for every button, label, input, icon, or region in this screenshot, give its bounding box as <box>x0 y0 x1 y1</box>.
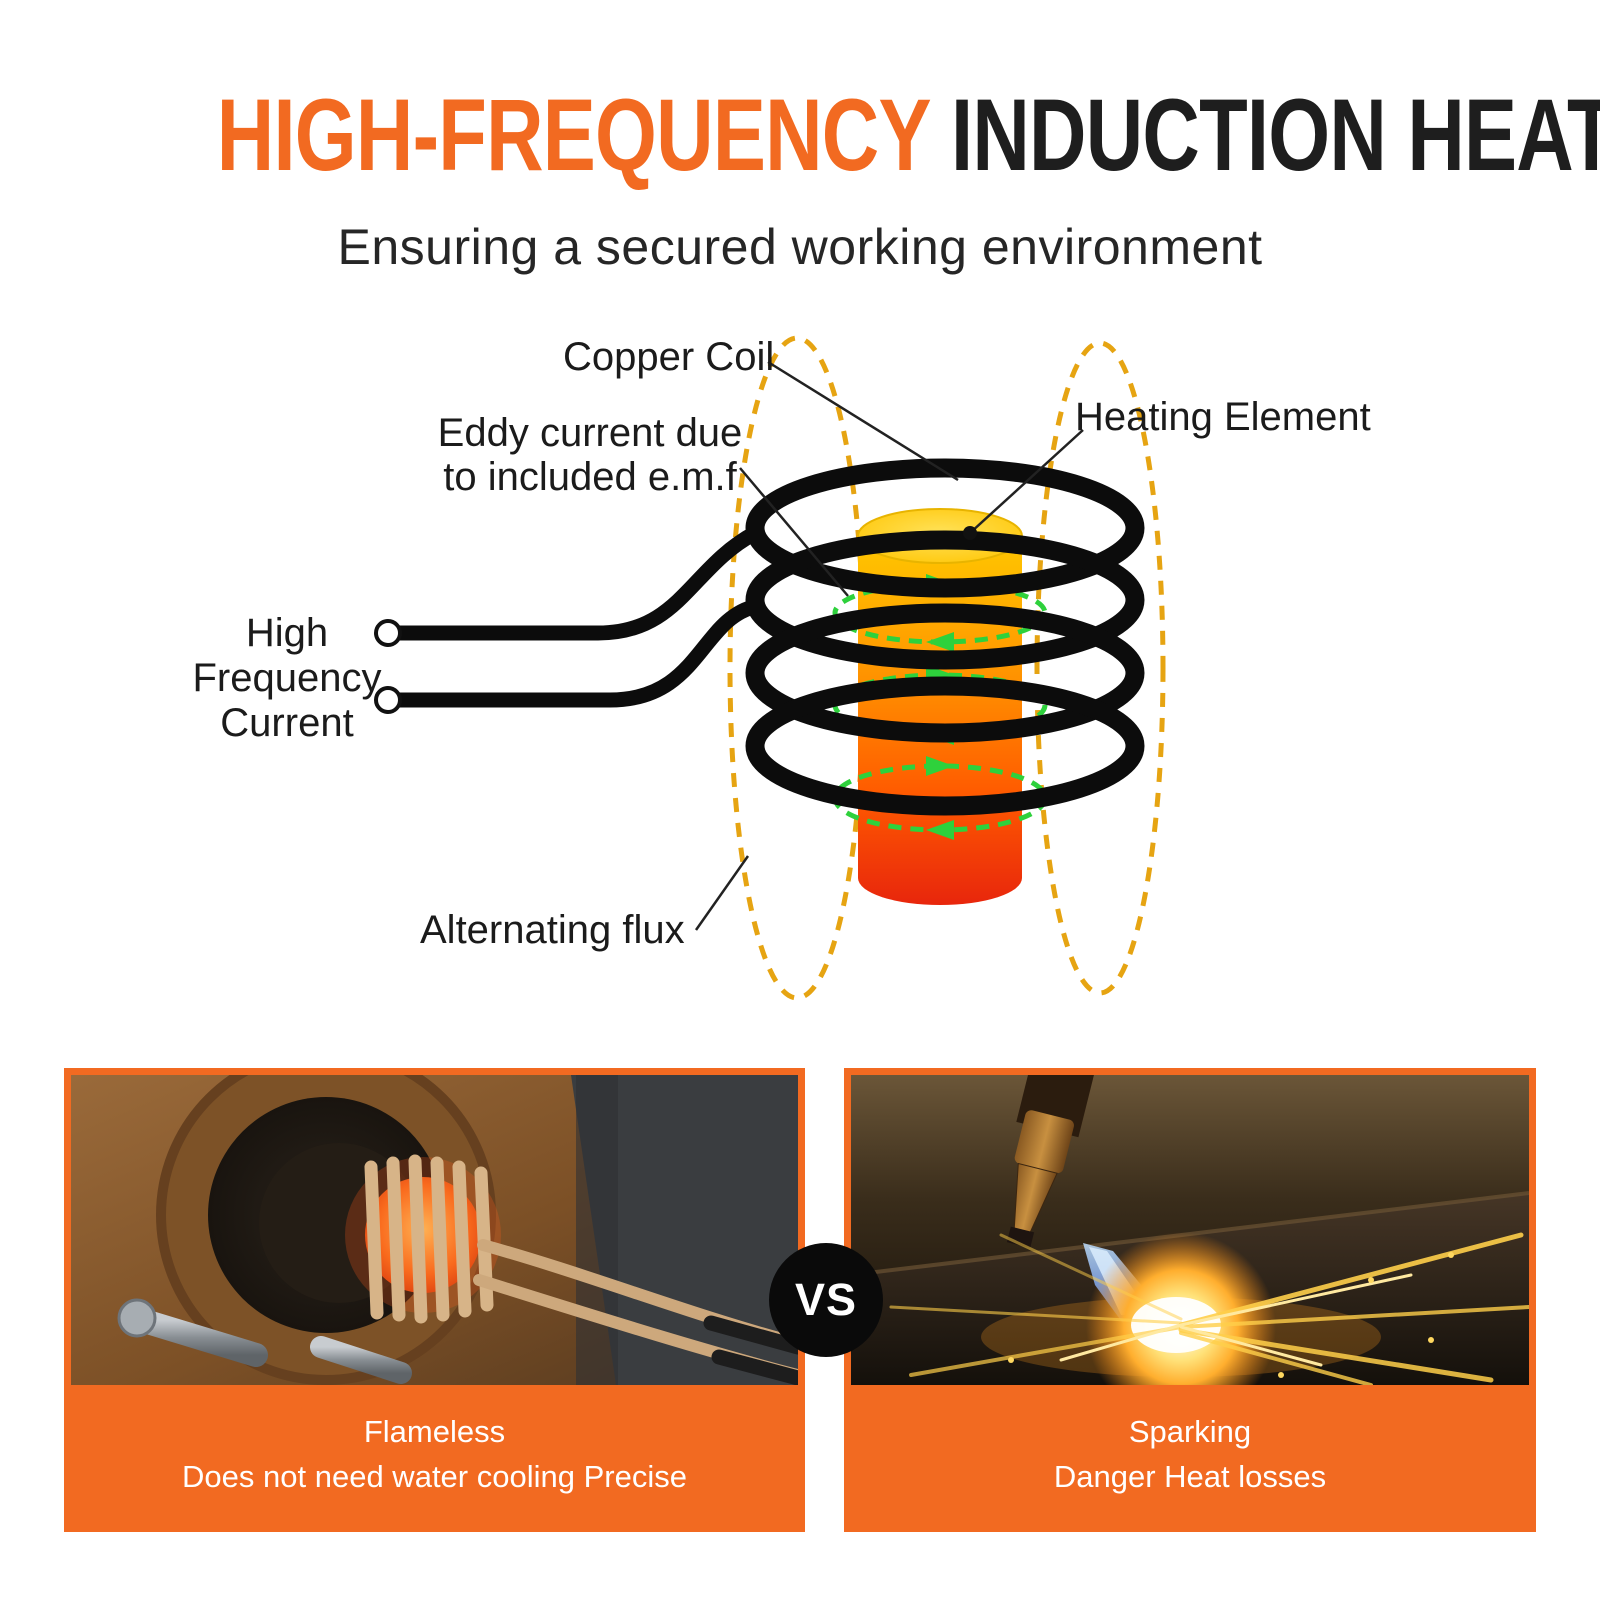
torch-nozzle <box>1006 1075 1102 1248</box>
pointer-copper-coil <box>767 360 959 482</box>
vs-label: VS <box>794 1274 858 1325</box>
label-hf-line3: Current <box>220 701 353 745</box>
pointer-eddy-current <box>739 467 849 597</box>
induction-caption-line2: Does not need water cooling Precise <box>182 1459 687 1494</box>
torch-photo <box>851 1075 1529 1385</box>
induction-caption-line1: Flameless <box>363 1414 506 1450</box>
pointer-alternating-flux <box>694 855 750 931</box>
induction-caption: Flameless Does not need water cooling Pr… <box>71 1385 798 1525</box>
copper-coil <box>374 458 1145 816</box>
title-rest: INDUCTION HEATING <box>951 78 1600 192</box>
torch-caption: Sparking Danger Heat losses <box>851 1385 1529 1525</box>
flux-ellipse-right <box>1034 340 1166 996</box>
pointer-dot <box>963 526 977 540</box>
comparison-card-induction: Flameless Does not need water cooling Pr… <box>64 1068 805 1532</box>
label-heating-element: Heating Element <box>1075 395 1371 439</box>
induction-photo-art <box>71 1075 798 1385</box>
label-hf-line1: High <box>246 611 328 655</box>
terminal-bottom <box>374 686 402 714</box>
spark-rays <box>889 1232 1529 1385</box>
cross-icon <box>1391 1095 1529 1385</box>
check-icon <box>699 1089 798 1385</box>
label-eddy-current-line1: Eddy current due <box>438 411 743 455</box>
comparison-card-torch: Sparking Danger Heat losses <box>844 1068 1536 1532</box>
coil-lead-top <box>390 525 763 641</box>
pointer-heating-element <box>969 429 1084 534</box>
induction-photo <box>71 1075 798 1385</box>
vs-badge: VS <box>769 1243 883 1357</box>
induction-coil-turns <box>364 1154 494 1324</box>
terminal-top <box>374 619 402 647</box>
label-copper-coil: Copper Coil <box>563 335 774 379</box>
torch-caption-line1: Sparking <box>1128 1414 1252 1450</box>
torch-caption-line2: Danger Heat losses <box>1053 1459 1327 1494</box>
label-eddy-current-line2: to included e.m.f <box>443 455 737 499</box>
subtitle: Ensuring a secured working environment <box>337 219 1263 275</box>
label-hf-line2: Frequency <box>193 656 382 700</box>
heating-element-cylinder <box>857 508 1023 905</box>
coil-lead-bottom <box>390 598 765 708</box>
torch-photo-art <box>851 1075 1529 1385</box>
induction-diagram: Copper Coil Heating Element Eddy current… <box>193 335 1371 1001</box>
label-alternating-flux: Alternating flux <box>420 908 685 952</box>
title-highlight: HIGH-FREQUENCY <box>216 78 932 192</box>
